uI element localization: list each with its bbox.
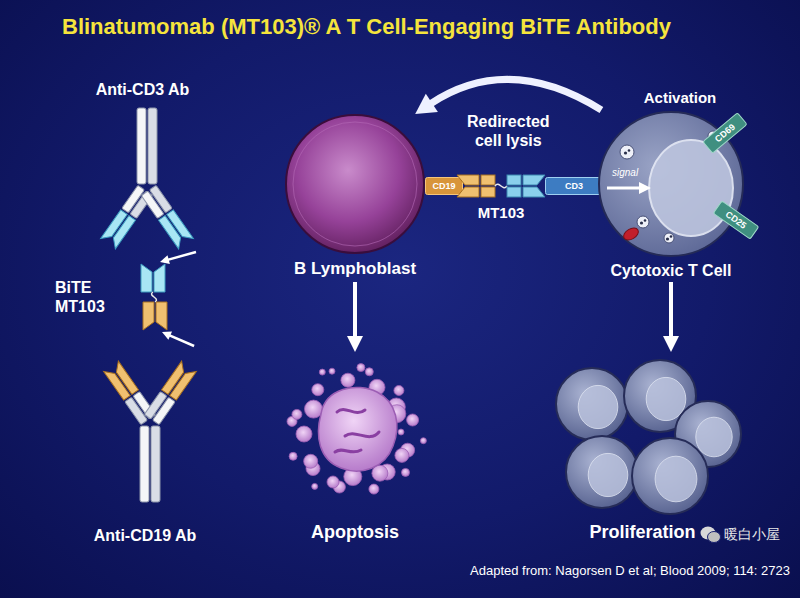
arrow-head (663, 336, 679, 352)
apoptotic-cell: Apoptosis (285, 352, 425, 548)
label-holder: Activation (635, 89, 725, 107)
node-label: B Lymphoblast (285, 259, 425, 279)
signal-label: signal (612, 167, 654, 179)
connector (415, 79, 601, 114)
antibody-figure: Anti-CD19 Ab (70, 346, 220, 548)
node-label: BiTE MT103 (55, 278, 119, 316)
node-label: Proliferation (540, 522, 745, 544)
node-shape (540, 352, 745, 548)
arrow-head (162, 332, 172, 340)
node-shape (70, 346, 220, 548)
bite-molecule: MT103 (457, 172, 545, 232)
label-holder: 暖白小屋 (724, 526, 790, 543)
b-cell: B Lymphoblast (285, 114, 425, 282)
arrow-head (415, 94, 438, 114)
node-label: Apoptosis (285, 522, 425, 544)
connector (162, 332, 194, 347)
edge-label-holder: Redirected cell lysis (458, 112, 558, 150)
node-label: Anti-CD3 Ab (70, 80, 215, 99)
proliferating-cells: Proliferation (540, 352, 745, 548)
node-shape (55, 262, 180, 332)
title-holder: Blinatumomab (MT103)® A T Cell-Engaging … (62, 14, 671, 40)
label-holder: signal (612, 167, 654, 179)
connector (160, 252, 196, 264)
watermark: 暖白小屋 (724, 526, 790, 543)
slide-title: Blinatumomab (MT103)® A T Cell-Engaging … (62, 14, 671, 40)
source-note: Adapted from: Nagorsen D et al; Blood 20… (330, 563, 790, 579)
edge-label: Redirected cell lysis (458, 112, 558, 150)
antibody-figure: Anti-CD3 Ab (70, 78, 215, 252)
connector-line (168, 335, 194, 346)
bite-figure: BiTE MT103 (55, 262, 180, 332)
connector (347, 282, 363, 352)
node-label: CD3 (545, 180, 603, 192)
node-shape (285, 352, 425, 548)
node-shape (285, 114, 425, 282)
receptor-box: CD3 (545, 177, 603, 195)
connector (663, 282, 679, 352)
watermark-icon (700, 525, 722, 545)
arrow-head (160, 255, 170, 264)
arrow-head (347, 336, 363, 352)
state-label: Activation (635, 89, 725, 107)
label-holder: Adapted from: Nagorsen D et al; Blood 20… (330, 563, 790, 579)
node-label: Anti-CD19 Ab (70, 526, 220, 545)
node-shape (457, 172, 545, 232)
node-label: CD19 (425, 180, 463, 192)
connector-line (430, 79, 601, 110)
node-label: MT103 (457, 204, 545, 222)
connector-line (669, 282, 673, 338)
receptor-box: CD19 (425, 177, 463, 195)
node-shape (70, 78, 215, 252)
node-label: Cytotoxic T Cell (597, 261, 745, 280)
connector-line (353, 282, 357, 338)
connector-line (167, 252, 196, 260)
